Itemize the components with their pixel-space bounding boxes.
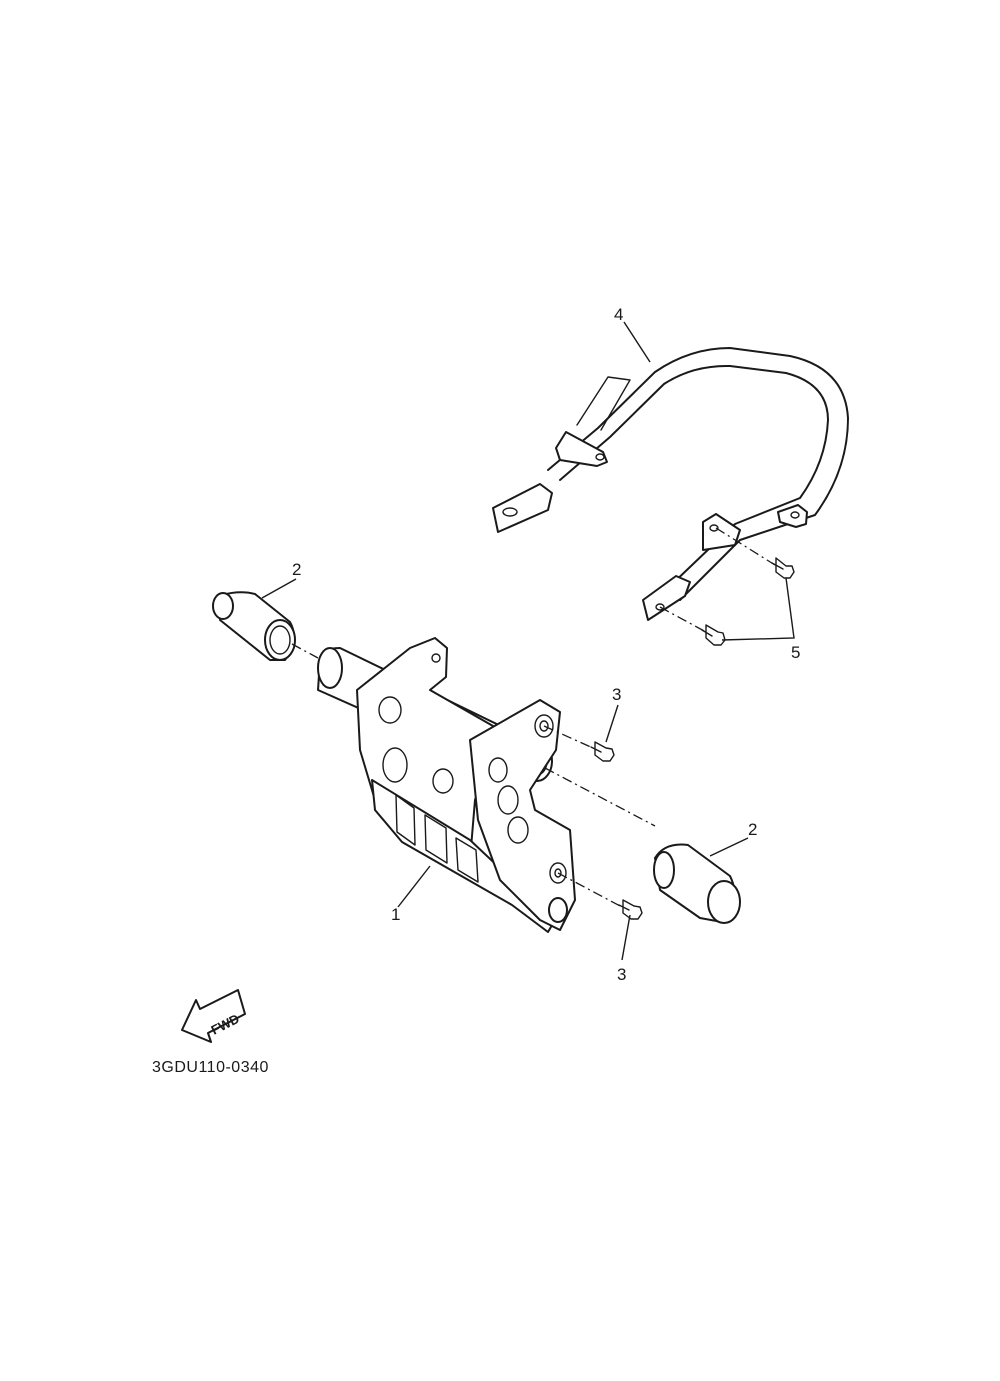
grab-bar-part-4 (492, 347, 849, 621)
callout-3-upper: 3 (612, 685, 621, 704)
axis-centerline (291, 643, 656, 827)
callout-5: 5 (791, 643, 800, 662)
end-cap-left-part-2 (212, 591, 296, 661)
callout-3-lower: 3 (617, 965, 626, 984)
callout-2-left: 2 (292, 560, 301, 579)
callout-leaders (261, 321, 795, 961)
end-cap-right-part-2 (653, 843, 741, 924)
callout-4: 4 (614, 305, 623, 324)
bolts-part-5 (659, 527, 795, 646)
bolts-part-3 (543, 725, 643, 920)
guard-plate-part-1 (317, 637, 576, 933)
callout-2-right: 2 (748, 820, 757, 839)
part-code: 3GDU110-0340 (152, 1059, 269, 1076)
callout-1: 1 (391, 905, 400, 924)
forward-arrow-icon: FWD (181, 989, 246, 1043)
